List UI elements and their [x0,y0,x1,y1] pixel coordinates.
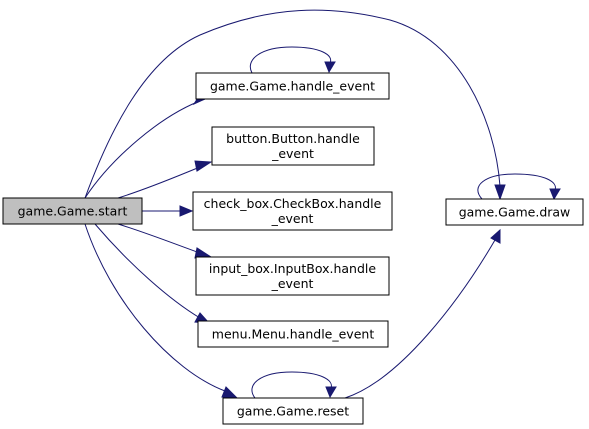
edge-reset-to-reset [251,371,337,399]
node-menu-handle[interactable]: menu.Menu.handle_event [197,320,389,348]
node-box[interactable] [222,397,364,425]
node-label: menu.Menu.handle_event [212,327,375,342]
node-label: _event [271,276,314,291]
edge-start-to-game_handle [84,92,208,199]
arrowhead-icon [179,205,194,217]
edge-start-to-checkbox_handle [142,205,194,217]
node-label: game.Game.start [18,204,128,219]
node-game-handle[interactable]: game.Game.handle_event [195,72,390,100]
node-label: _event [271,146,314,161]
node-label: _event [271,211,314,226]
edge-start-to-draw [84,9,506,201]
edge-start-to-reset [84,223,238,398]
arrowhead-icon [194,160,213,172]
node-box[interactable] [445,198,584,226]
edge-line [84,223,226,392]
node-box[interactable] [192,191,393,231]
edge-line [117,166,201,199]
node-draw[interactable]: game.Game.draw [445,198,584,226]
node-label: check_box.CheckBox.handle [204,196,382,211]
edge-draw-to-draw [477,173,561,201]
arrowhead-icon [325,386,337,399]
edge-line [94,223,201,319]
edge-reset-to-draw [344,228,501,399]
edge-start-to-button_handle [117,160,213,199]
edge-line [251,371,332,399]
nodes-layer: game.Game.start game.Game.handle_eventbut… [2,72,584,425]
edge-line [84,9,501,199]
node-box[interactable] [2,197,143,225]
node-label: input_box.InputBox.handle [209,261,376,276]
node-box[interactable] [195,256,390,296]
edge-line [477,173,556,200]
node-reset[interactable]: game.Game.reset [222,397,364,425]
arrowhead-icon [549,188,561,201]
node-box[interactable] [195,72,390,100]
arrowhead-icon [221,386,238,398]
node-button-handle[interactable]: button.Button.handle_event [211,126,375,166]
node-label: game.Game.draw [459,205,571,220]
node-label: game.Game.handle_event [210,79,375,94]
edge-game_handle-to-game_handle [249,46,336,74]
node-box[interactable] [197,320,389,348]
edge-line [344,239,496,399]
arrowhead-icon [324,61,336,74]
edge-line [117,223,201,254]
node-input-handle[interactable]: input_box.InputBox.handle_event [195,256,390,296]
node-label: game.Game.reset [237,404,349,419]
arrowhead-icon [490,228,501,244]
node-checkbox-handle[interactable]: check_box.CheckBox.handle_event [192,191,393,231]
node-box[interactable] [211,126,375,166]
arrowhead-icon [494,184,506,201]
node-start[interactable]: game.Game.start [2,197,143,225]
edge-line [249,46,332,74]
node-label: button.Button.handle [226,131,360,146]
edge-line [84,98,206,199]
edge-start-to-menu_handle [94,223,211,324]
